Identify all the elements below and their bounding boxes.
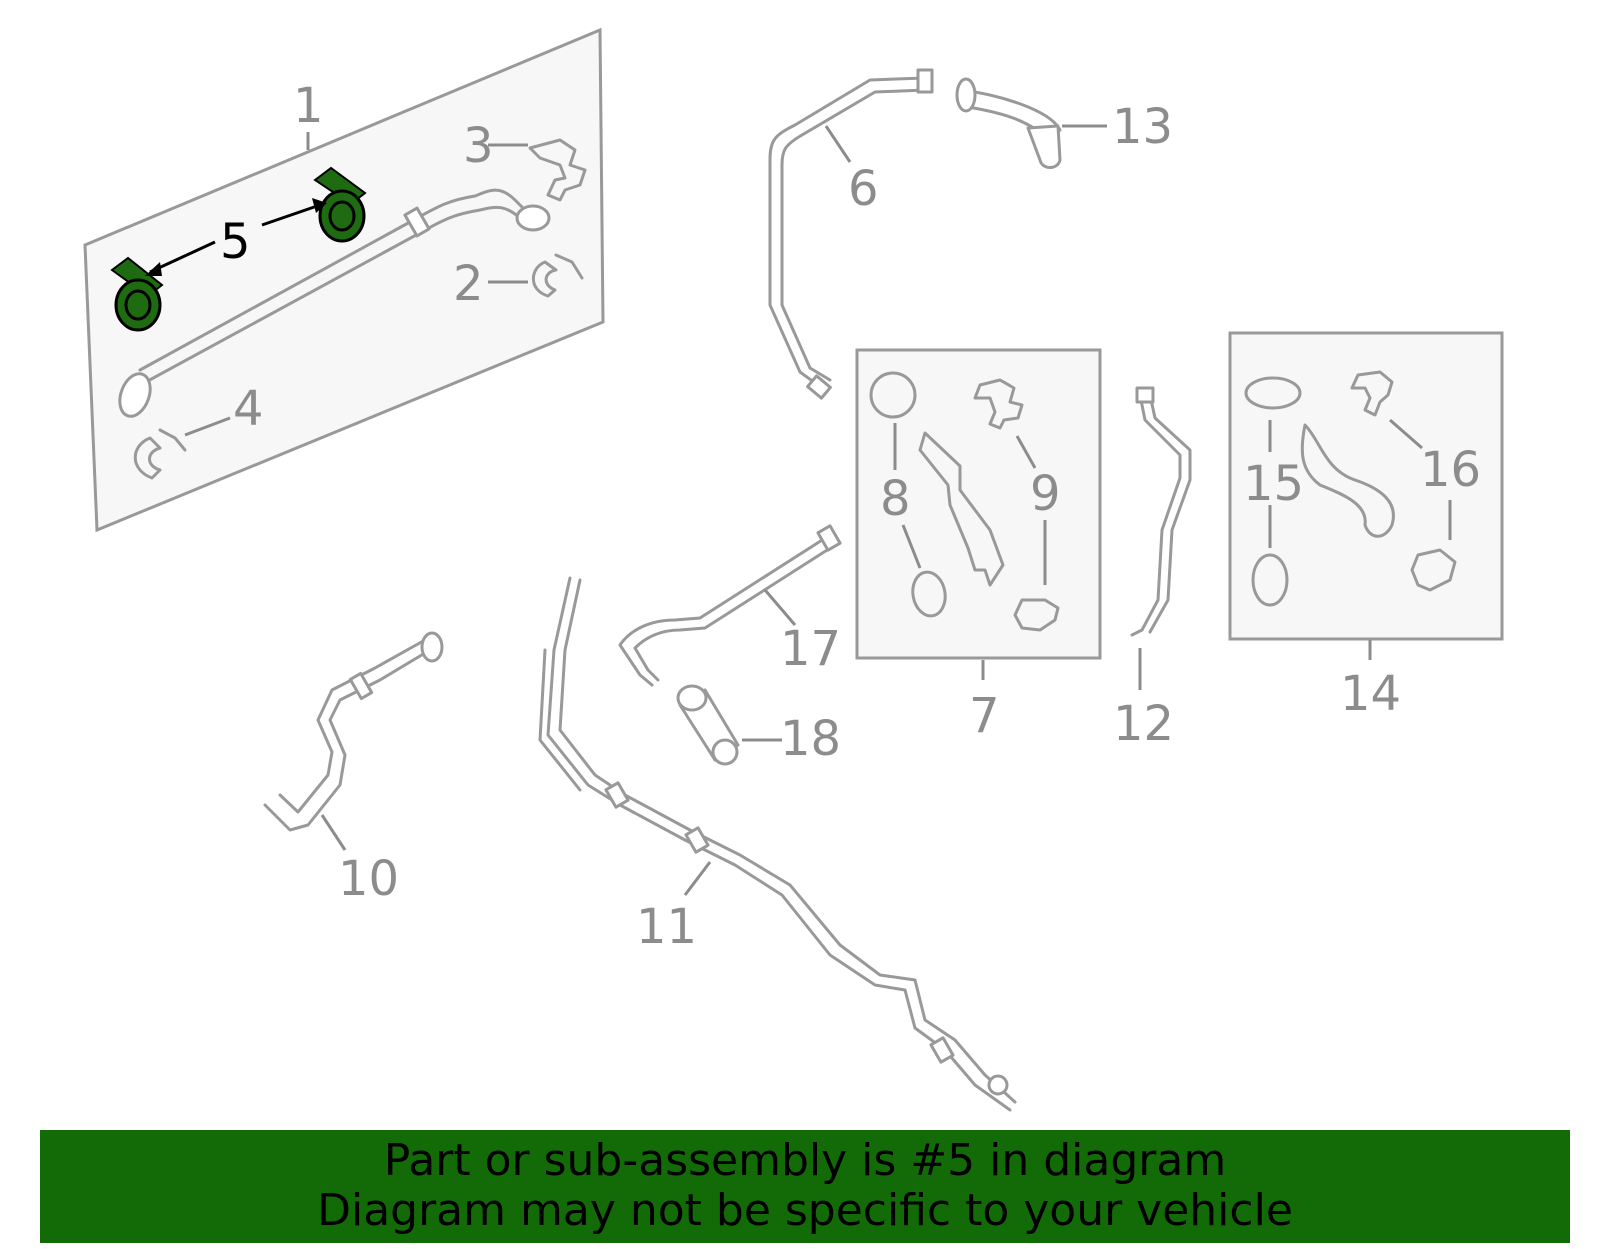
coolant-tube-part-6[interactable]: [768, 68, 934, 400]
clamp-part-5-right[interactable]: [313, 166, 367, 243]
hose-part-14[interactable]: [1300, 423, 1395, 538]
coolant-tube-part-1[interactable]: [114, 188, 551, 420]
callout-14: 14: [1340, 666, 1401, 722]
coolant-hose-part-10[interactable]: [263, 631, 444, 832]
o-ring-part-15-lower[interactable]: [1251, 553, 1289, 607]
callout-13: 13: [1112, 99, 1173, 155]
callout-3: 3: [463, 118, 494, 174]
callout-2: 2: [453, 256, 484, 312]
clip-part-16-upper[interactable]: [1350, 370, 1394, 417]
callout-4: 4: [233, 381, 264, 437]
coolant-hose-part-13[interactable]: [955, 77, 1062, 169]
clip-part-2[interactable]: [531, 253, 584, 298]
clip-part-16-lower[interactable]: [1410, 548, 1457, 592]
coolant-hose-part-18[interactable]: [676, 684, 740, 766]
clip-part-3[interactable]: [528, 138, 587, 202]
info-banner: Part or sub-assembly is #5 in diagram Di…: [40, 1130, 1570, 1243]
callout-1: 1: [293, 78, 324, 134]
callout-8: 8: [880, 471, 911, 527]
callout-12: 12: [1113, 696, 1174, 752]
assembly-7-panel: [855, 348, 1102, 660]
coolant-tube-part-17[interactable]: [618, 524, 842, 687]
callout-11: 11: [636, 899, 697, 955]
callout-18: 18: [780, 711, 841, 767]
o-ring-part-8-upper[interactable]: [869, 371, 917, 419]
clip-part-4[interactable]: [133, 428, 187, 480]
assembly-14-panel: [1228, 331, 1504, 641]
callout-16: 16: [1420, 442, 1481, 498]
clip-part-9-lower[interactable]: [1013, 598, 1060, 632]
callout-9: 9: [1030, 466, 1061, 522]
banner-line-1: Part or sub-assembly is #5 in diagram: [383, 1135, 1227, 1186]
coolant-tube-part-11[interactable]: [538, 576, 1017, 1112]
callout-5: 5: [220, 214, 251, 270]
clip-part-9-upper[interactable]: [973, 378, 1024, 430]
callout-6: 6: [848, 161, 879, 217]
banner-line-2: Diagram may not be specific to your vehi…: [317, 1185, 1293, 1236]
o-ring-part-15-upper[interactable]: [1244, 376, 1302, 410]
coolant-hose-part-12[interactable]: [1130, 393, 1192, 637]
assembly-1-panel: [83, 27, 605, 533]
callout-17: 17: [780, 621, 841, 677]
o-ring-part-8-lower[interactable]: [909, 570, 948, 619]
callout-10: 10: [338, 851, 399, 907]
clamp-part-5-left[interactable]: [110, 256, 164, 332]
callout-7: 7: [969, 688, 1000, 744]
hose-part-7[interactable]: [918, 431, 1005, 587]
callout-15: 15: [1243, 456, 1304, 512]
